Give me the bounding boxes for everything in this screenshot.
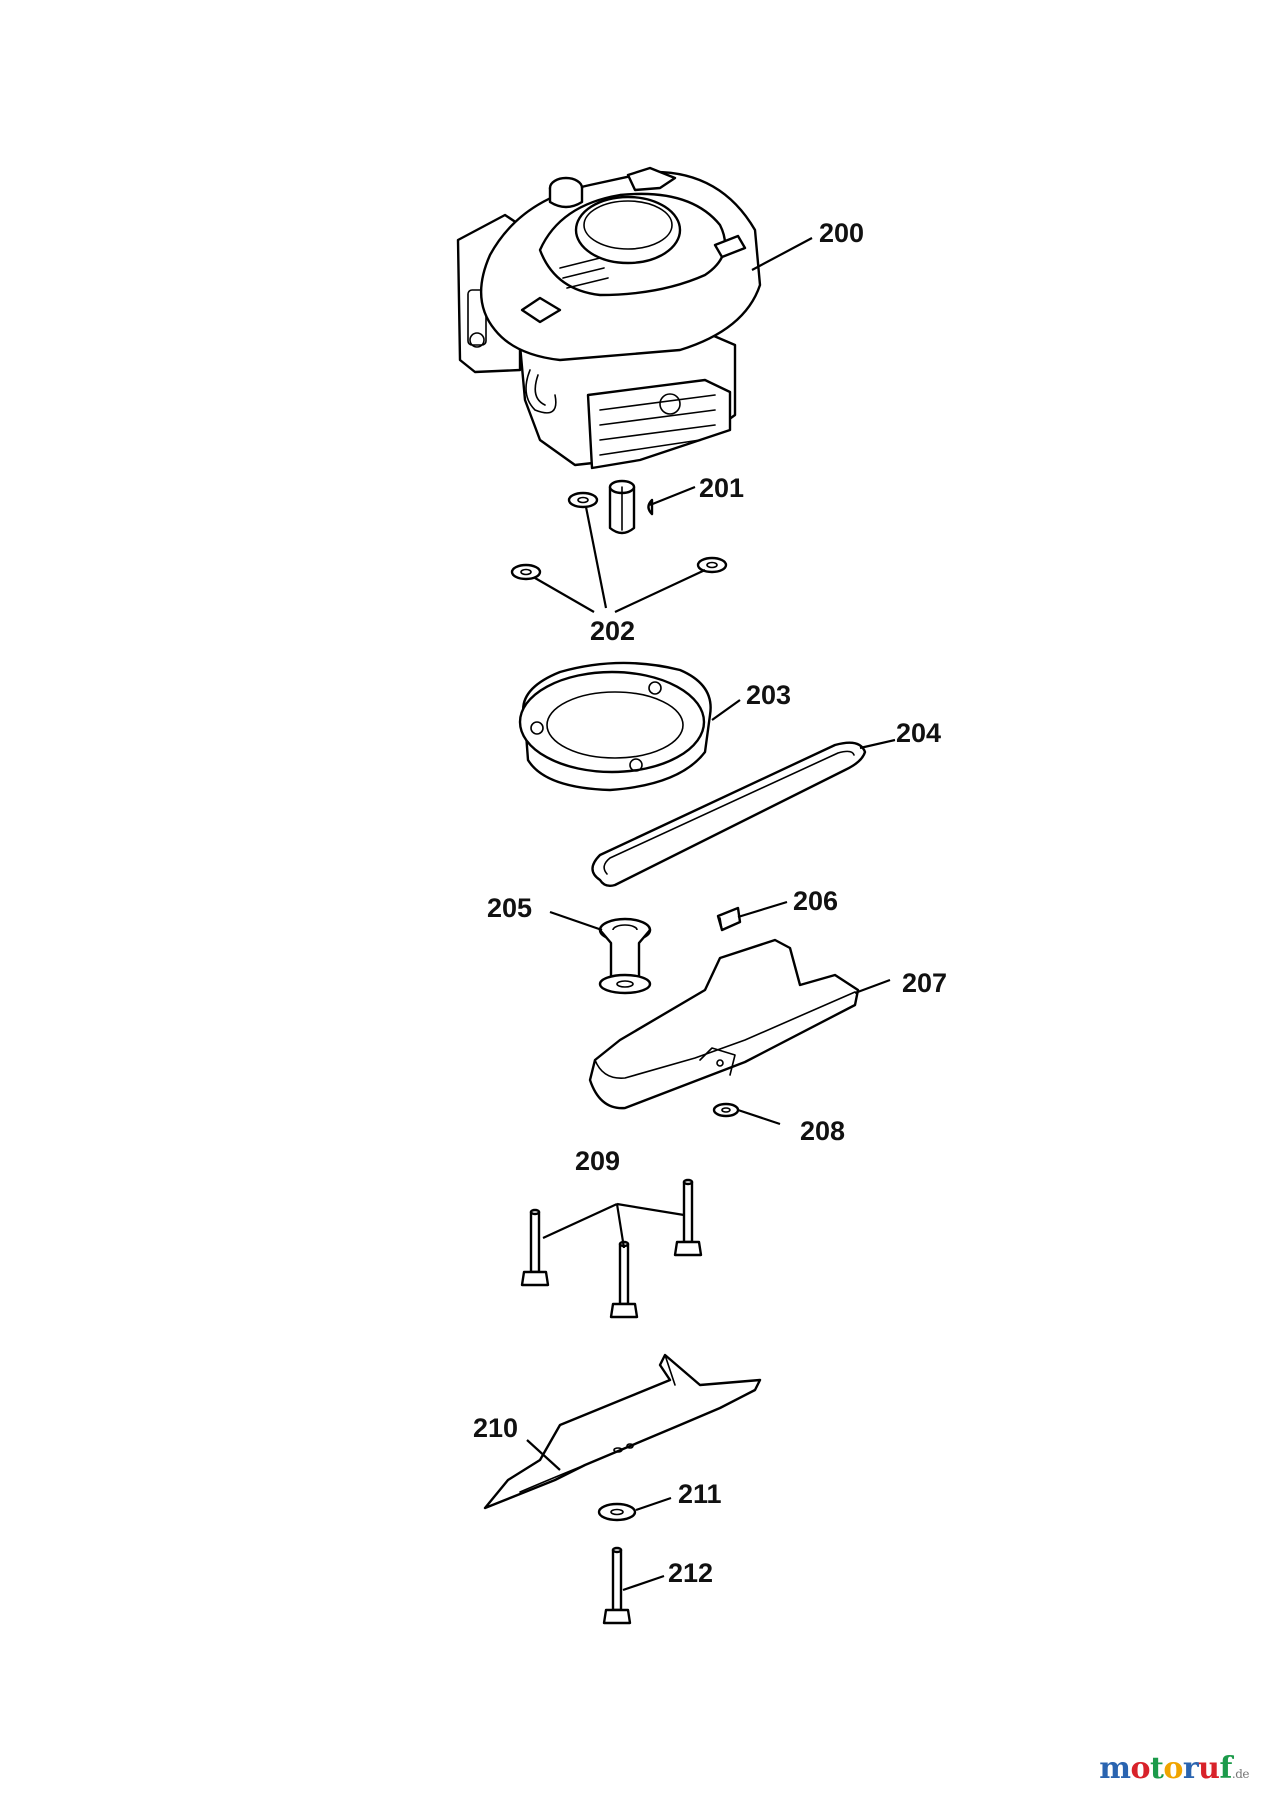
- leader-lines: [526, 237, 896, 1592]
- clip: [716, 906, 742, 932]
- label-201: 201: [699, 473, 744, 503]
- belt-guard: [588, 938, 860, 1110]
- washers: [510, 491, 728, 581]
- engine: [456, 166, 762, 470]
- brand-letter: t: [1149, 1751, 1164, 1786]
- bolts: [520, 1178, 703, 1319]
- label-202: 202: [590, 616, 635, 646]
- label-203: 203: [746, 680, 791, 710]
- bolt-right: [673, 1178, 703, 1257]
- brand-letter: r: [1182, 1751, 1199, 1786]
- blade-washer: [597, 1502, 637, 1522]
- shaft-sleeve: [608, 479, 654, 535]
- washer-208: [712, 1102, 740, 1118]
- label-206: 206: [793, 886, 838, 916]
- label-209: 209: [575, 1146, 620, 1176]
- label-208: 208: [800, 1116, 845, 1146]
- label-207: 207: [902, 968, 947, 998]
- brand-logo: motoruf.de: [1099, 1751, 1249, 1786]
- blade-bolt: [602, 1546, 632, 1625]
- pulley: [598, 917, 652, 995]
- belt: [591, 741, 867, 888]
- bolt-left: [520, 1208, 550, 1287]
- part-labels: 200 201 202 203 204 205 206 207 208 209 …: [473, 218, 947, 1588]
- brand-letter: m: [1099, 1751, 1131, 1786]
- label-204: 204: [896, 718, 941, 748]
- label-205: 205: [487, 893, 532, 923]
- brand-logo-letters: motoruf: [1099, 1751, 1232, 1786]
- label-200: 200: [819, 218, 864, 248]
- label-212: 212: [668, 1558, 713, 1588]
- label-211: 211: [678, 1479, 722, 1509]
- brand-logo-suffix: .de: [1231, 1767, 1250, 1781]
- blade: [483, 1353, 762, 1510]
- brand-letter: o: [1163, 1751, 1183, 1786]
- bolt-middle: [609, 1240, 639, 1319]
- label-210: 210: [473, 1413, 518, 1443]
- brand-letter: u: [1198, 1751, 1220, 1786]
- brand-letter: o: [1130, 1751, 1150, 1786]
- brand-letter: f: [1219, 1751, 1232, 1786]
- mounting-ring: [518, 661, 712, 792]
